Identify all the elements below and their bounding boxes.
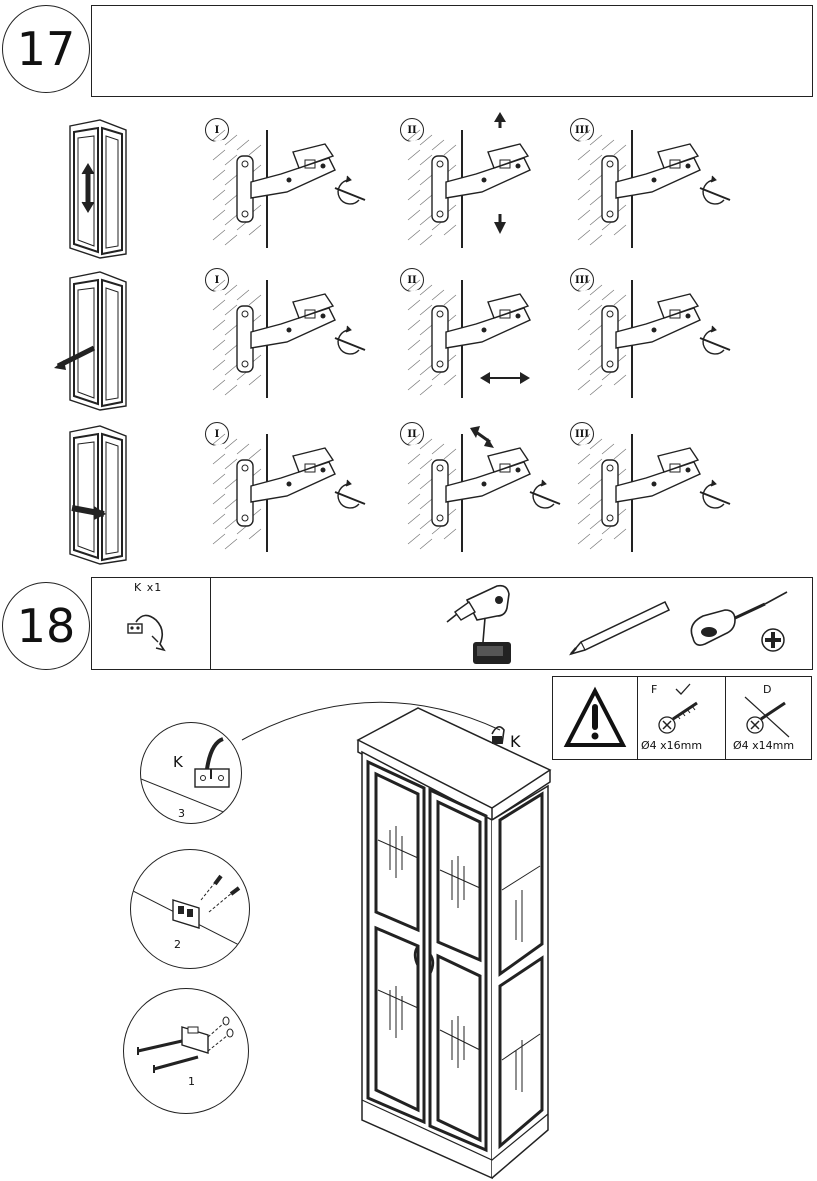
divider xyxy=(637,677,638,759)
step-18-parts-panel: K x1 xyxy=(91,577,813,670)
hinge-illustration xyxy=(576,279,731,398)
part-count-label: K x1 xyxy=(134,581,163,594)
hinge-illustration xyxy=(211,129,366,248)
screwdriver-icon xyxy=(690,591,788,652)
detail-circle-1: 1 xyxy=(123,988,249,1114)
step-17-header-panel xyxy=(91,5,813,97)
hinge-illustration xyxy=(406,426,561,552)
hinge-illustration xyxy=(211,279,366,398)
step-number-18: 18 xyxy=(2,582,90,670)
cabinet-illustration xyxy=(241,701,552,1180)
cabinet-k-label: K xyxy=(510,732,521,751)
screw-info-panel: F Ø4 x16mm D Ø4 x14mm xyxy=(552,676,812,760)
parts-divider xyxy=(210,578,211,669)
warning-triangle-icon xyxy=(563,686,627,747)
hinge-illustration xyxy=(576,129,731,248)
pencil-icon xyxy=(568,601,671,656)
check-icon xyxy=(675,683,691,695)
detail-circle-3: K 3 xyxy=(140,722,242,824)
bracket-k-icon xyxy=(127,614,166,652)
plate-screws-icon xyxy=(131,874,249,951)
screw-f-letter: F xyxy=(651,683,658,696)
detail-3-k-label: K xyxy=(173,753,183,771)
divider xyxy=(725,677,726,759)
detail-1-number: 1 xyxy=(188,1075,195,1088)
detail-3-number: 3 xyxy=(178,807,185,820)
bracket-detail-icon xyxy=(141,737,241,820)
step-number-17: 17 xyxy=(2,5,90,93)
hinge-illustration xyxy=(406,279,531,398)
screw-d-crossed-icon xyxy=(744,696,790,738)
screw-f-icon xyxy=(658,701,698,734)
drill-icon xyxy=(446,584,511,664)
cabinet-thumbnail-icon xyxy=(69,425,127,565)
cabinet-thumbnail-icon xyxy=(69,119,127,259)
cabinet-thumbnail-icon xyxy=(54,271,127,411)
detail-2-number: 2 xyxy=(174,938,181,951)
bracket-mount-icon xyxy=(137,1016,234,1073)
screw-d-size: Ø4 x14mm xyxy=(733,739,795,752)
screw-d-letter: D xyxy=(763,683,772,696)
screw-f-size: Ø4 x16mm xyxy=(641,739,703,752)
hinge-illustration xyxy=(576,433,731,552)
detail-circle-2: 2 xyxy=(130,849,250,969)
hinge-illustration xyxy=(406,112,531,248)
hinge-illustration xyxy=(211,433,366,552)
